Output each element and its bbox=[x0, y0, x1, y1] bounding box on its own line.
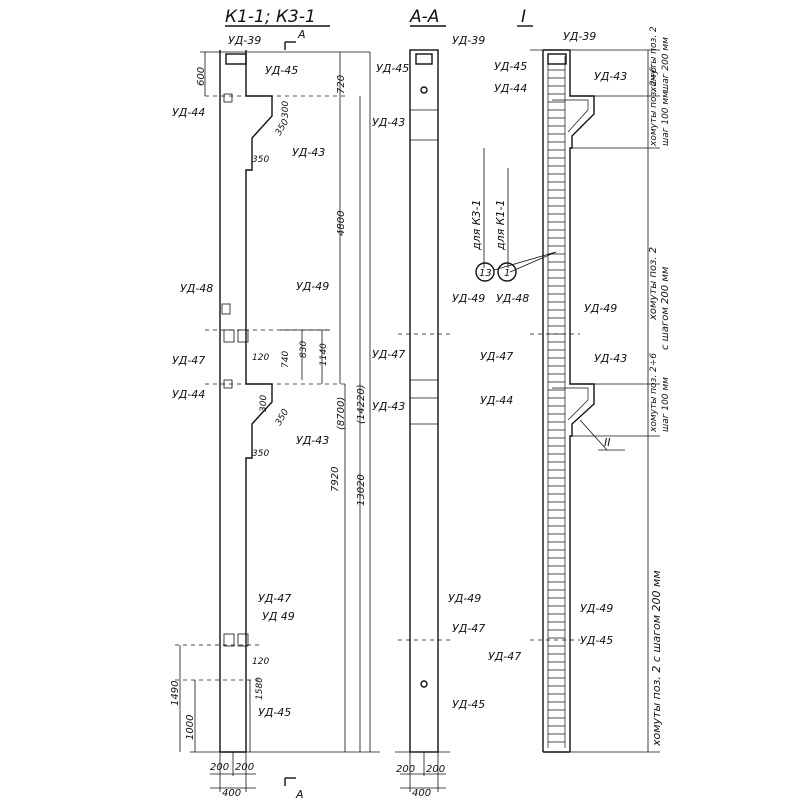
v3-note-side2: шаг 100 мм bbox=[661, 91, 671, 146]
title-view3: I bbox=[521, 7, 526, 27]
v1-dim-600: 600 bbox=[196, 67, 207, 86]
v1-label-ud39: УД-39 bbox=[228, 34, 261, 47]
v3-note-top1: хомуты поз. 2 bbox=[649, 26, 659, 93]
v2-label-ud47-low: УД-47 bbox=[452, 622, 485, 635]
v1-dim-300a: 300 bbox=[281, 101, 291, 118]
v3-label-for-k31: для К3-1 bbox=[470, 199, 483, 251]
view3-stirrups bbox=[548, 69, 565, 743]
view2-column bbox=[395, 49, 450, 792]
v1-dim-13020: 13020 bbox=[356, 474, 367, 506]
v2-label-ud45-top: УД-45 bbox=[376, 62, 409, 75]
title-view1: К1-1; К3-1 bbox=[225, 7, 316, 27]
v1-dim-1490: 1490 bbox=[170, 681, 181, 706]
v1-label-ud43-mid: УД-43 bbox=[296, 434, 329, 447]
v1-label-ud44-mid: УД-44 bbox=[172, 388, 205, 401]
v3-label-ud49-mid: УД-49 bbox=[584, 302, 617, 315]
v1-dim-350d: 350 bbox=[252, 449, 269, 459]
v3-note-mid2: с шагом 200 мм bbox=[660, 266, 671, 350]
v2-label-ud49-low: УД-49 bbox=[448, 592, 481, 605]
v1-dim-14220: (14220) bbox=[356, 384, 367, 424]
v3-note-low1: хомуты поз. 2 с шагом 200 мм bbox=[650, 570, 663, 747]
v1-label-ud49-low: УД 49 bbox=[262, 610, 295, 623]
v1-dim-720: 720 bbox=[336, 75, 347, 94]
v1-dim-1580: 1580 bbox=[255, 677, 265, 700]
v3-label-ud43-mid: УД-43 bbox=[594, 352, 627, 365]
v3-label-ud47-low: УД-47 bbox=[488, 650, 521, 663]
v3-note-side3: хомуты поз. 2÷6 bbox=[649, 353, 659, 433]
v1-dim-350c: 350 bbox=[274, 407, 291, 427]
v1-label-ud47-mid: УД-47 bbox=[172, 354, 205, 367]
v3-note-side4: шаг 100 мм bbox=[661, 377, 671, 432]
v3-circle-1-label: 1 bbox=[504, 268, 510, 279]
v2-dim-200b: 200 bbox=[426, 764, 445, 775]
title-view2: А-А bbox=[409, 7, 439, 27]
v3-label-ud45: УД-45 bbox=[494, 60, 527, 73]
v1-dim-8700: (8700) bbox=[336, 397, 347, 430]
v3-label-ud49-low: УД-49 bbox=[580, 602, 613, 615]
v2-label-ud39: УД-39 bbox=[452, 34, 485, 47]
v3-note-mid1: хомуты поз. 2 bbox=[648, 247, 659, 321]
v3-note-top2: шаг 200 мм bbox=[661, 37, 671, 92]
v1-label-ud44-top: УД-44 bbox=[172, 106, 205, 119]
v3-label-for-k11: для К1-1 bbox=[494, 199, 507, 251]
v1-label-ud49-mid: УД-49 bbox=[296, 280, 329, 293]
v1-label-ud45: УД-45 bbox=[265, 64, 298, 77]
v3-note-side1: хомуты поз. 2÷6 bbox=[649, 67, 659, 147]
v1-label-ud43-top: УД-43 bbox=[292, 146, 325, 159]
v2-label-ud43-mid: УД-43 bbox=[372, 400, 405, 413]
v3-position-circle-1 bbox=[497, 262, 517, 282]
v2-label-ud49-mid: УД-49 bbox=[452, 292, 485, 305]
v1-dim-4800: 4800 bbox=[336, 211, 347, 236]
v1-dim-350a: 350 bbox=[274, 117, 291, 137]
v1-dim-120b: 120 bbox=[252, 657, 269, 667]
v2-label-ud45-low: УД-45 bbox=[452, 698, 485, 711]
v1-dim-400: 400 bbox=[222, 788, 241, 799]
v1-dim-7920: 7920 bbox=[330, 467, 341, 492]
v1-dim-200a: 200 bbox=[210, 762, 229, 773]
v1-label-ud47-low: УД-47 bbox=[258, 592, 291, 605]
v1-dim-350b: 350 bbox=[252, 155, 269, 165]
v1-dim-200b: 200 bbox=[235, 762, 254, 773]
v2-dim-200: 200 bbox=[396, 764, 415, 775]
v3-label-ud47-mid: УД-47 bbox=[480, 350, 513, 363]
v2-label-ud43-top: УД-43 bbox=[372, 116, 405, 129]
v3-label-ud44-mid: УД-44 bbox=[480, 394, 513, 407]
v2-dim-400: 400 bbox=[412, 788, 431, 799]
v1-label-ud48: УД-48 bbox=[180, 282, 213, 295]
v1-dim-830: 830 bbox=[299, 341, 309, 358]
v3-label-ud44: УД-44 bbox=[494, 82, 527, 95]
section-mark-top: А bbox=[297, 28, 306, 41]
v1-dim-1000: 1000 bbox=[185, 715, 196, 740]
view3-cage bbox=[483, 49, 660, 753]
v1-dim-300b: 300 bbox=[259, 395, 269, 412]
v3-label-node2: II bbox=[604, 436, 611, 449]
v3-label-ud45-low: УД-45 bbox=[580, 634, 613, 647]
v2-label-ud47-mid: УД-47 bbox=[372, 348, 405, 361]
v3-circle-13-label: 13 bbox=[479, 268, 492, 279]
view1-dimension-lines bbox=[179, 41, 380, 792]
v1-dim-740: 740 bbox=[281, 351, 291, 368]
section-mark-bottom: А bbox=[295, 788, 304, 800]
v1-label-ud45-low: УД-45 bbox=[258, 706, 291, 719]
v3-label-ud39: УД-39 bbox=[563, 30, 596, 43]
v3-position-circle-13 bbox=[475, 262, 495, 282]
v3-label-ud48: УД-48 bbox=[496, 292, 529, 305]
v1-dim-120a: 120 bbox=[252, 353, 269, 363]
v3-label-ud43-top: УД-43 bbox=[594, 70, 627, 83]
v1-dim-1140: 1140 bbox=[319, 343, 329, 366]
